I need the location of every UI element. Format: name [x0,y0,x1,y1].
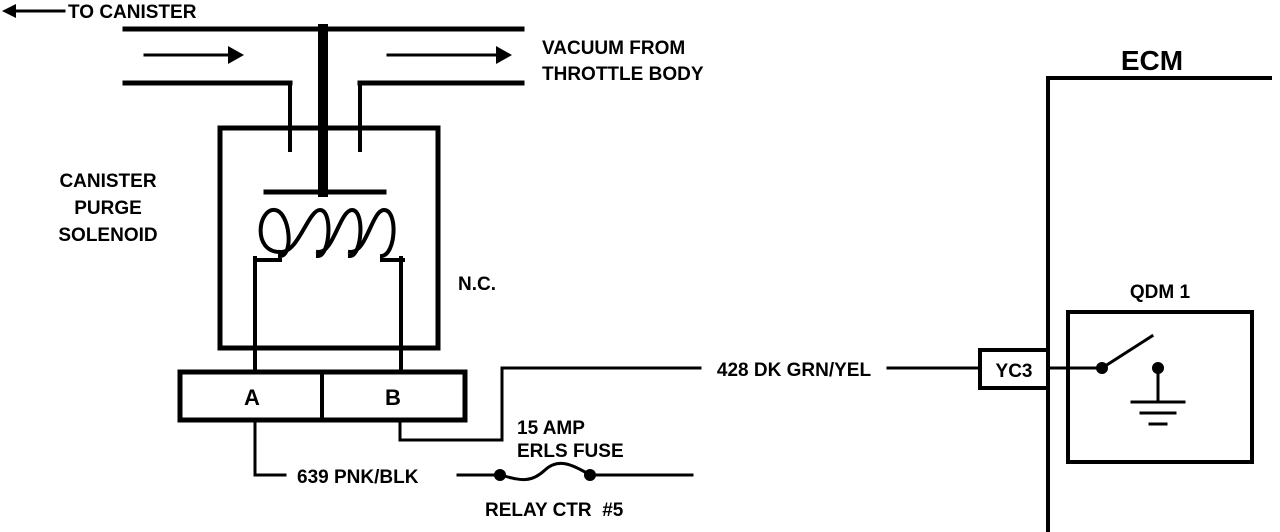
terminal-connector-block [177,369,468,423]
solenoid-plunger [263,24,387,197]
terminal-b-label: B [385,385,401,410]
coil-leads [253,256,403,374]
qdm1-box [1066,310,1254,464]
ground-icon [1130,366,1186,426]
wire-639 [253,418,694,477]
wire-428 [398,366,982,442]
erls-fuse-icon [494,461,596,482]
fuse-rating-label: 15 AMP [517,418,585,439]
to-canister-arrow [2,4,66,18]
wire-428-label: 428 DK GRN/YEL [717,360,872,381]
qdm1-label: QDM 1 [1130,282,1191,303]
vacuum-from-label: VACUUM FROM [542,38,685,59]
solenoid-inlet-ports [288,81,362,152]
solenoid-title-line1: CANISTER [59,171,156,192]
terminal-a-label: A [244,385,260,410]
solenoid-title-line2: PURGE [74,198,142,219]
yc3-connector-label: YC3 [996,361,1033,382]
ecm-enclosure [1046,76,1272,532]
solenoid-body [217,125,441,351]
qdm-switch-icon [1046,333,1164,374]
flow-arrow-right [386,46,512,64]
solenoid-title-line3: SOLENOID [58,225,157,246]
relay-center-label: RELAY CTR #5 [485,500,624,521]
flow-arrow-left [143,46,244,64]
solenoid-coil-icon [253,207,405,262]
wire-639-label: 639 PNK/BLK [297,467,419,488]
throttle-body-label: THROTTLE BODY [542,64,704,85]
ecm-label: ECM [1121,45,1183,76]
to-canister-label: TO CANISTER [68,2,197,23]
normally-closed-label: N.C. [458,274,496,295]
fuse-name-label: ERLS FUSE [517,441,624,462]
